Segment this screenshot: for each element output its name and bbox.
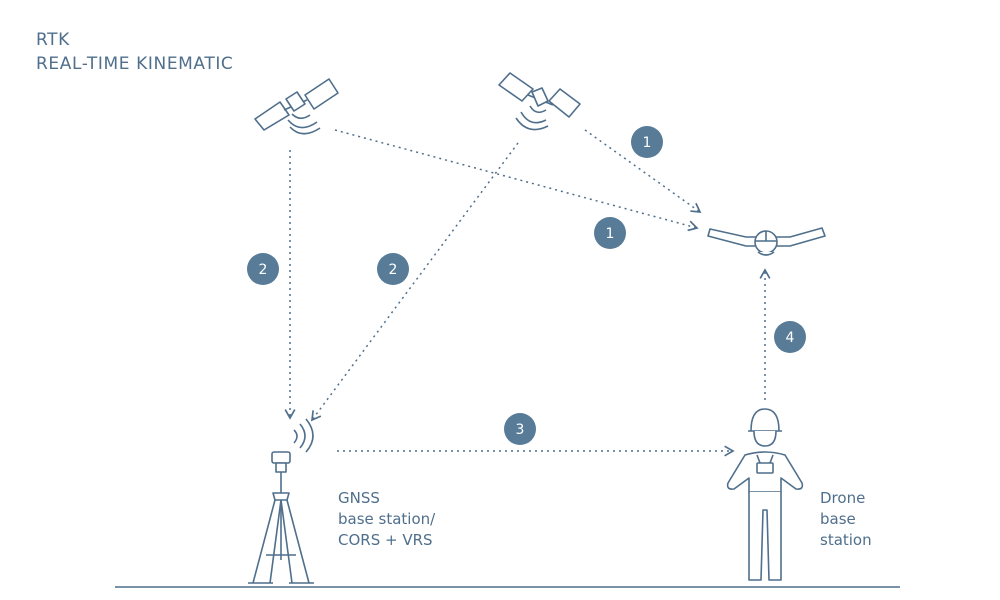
arrow-sat-left-to-drone: [334, 129, 699, 232]
step-number: 1: [643, 135, 652, 151]
step-badge: [247, 253, 279, 285]
drone-base-station-label: Drone base station: [820, 489, 872, 549]
title-line-1: RTK: [36, 30, 70, 50]
step-badge: [594, 217, 626, 249]
drone-icon: [707, 227, 826, 256]
signal-waves-icon: [293, 418, 314, 453]
title-line-2: REAL-TIME KINEMATIC: [36, 54, 234, 74]
step-badge: [774, 321, 806, 353]
gnss-tripod-icon: [248, 451, 314, 584]
arrow-sat-right-to-base: [310, 142, 519, 422]
step-badge: [377, 253, 409, 285]
drone-operator-icon: [726, 408, 804, 581]
step-number: 2: [259, 262, 268, 278]
gnss-base-station-label: GNSS base station/ CORS + VRS: [338, 489, 436, 549]
step-number: 2: [389, 262, 398, 278]
step-number: 4: [786, 330, 795, 346]
satellite-left-icon: [254, 78, 339, 135]
step-badge: [631, 126, 663, 158]
step-badge: [504, 413, 536, 445]
step-number: 3: [516, 422, 525, 438]
step-number: 1: [606, 226, 615, 242]
satellite-right-icon: [498, 72, 581, 131]
